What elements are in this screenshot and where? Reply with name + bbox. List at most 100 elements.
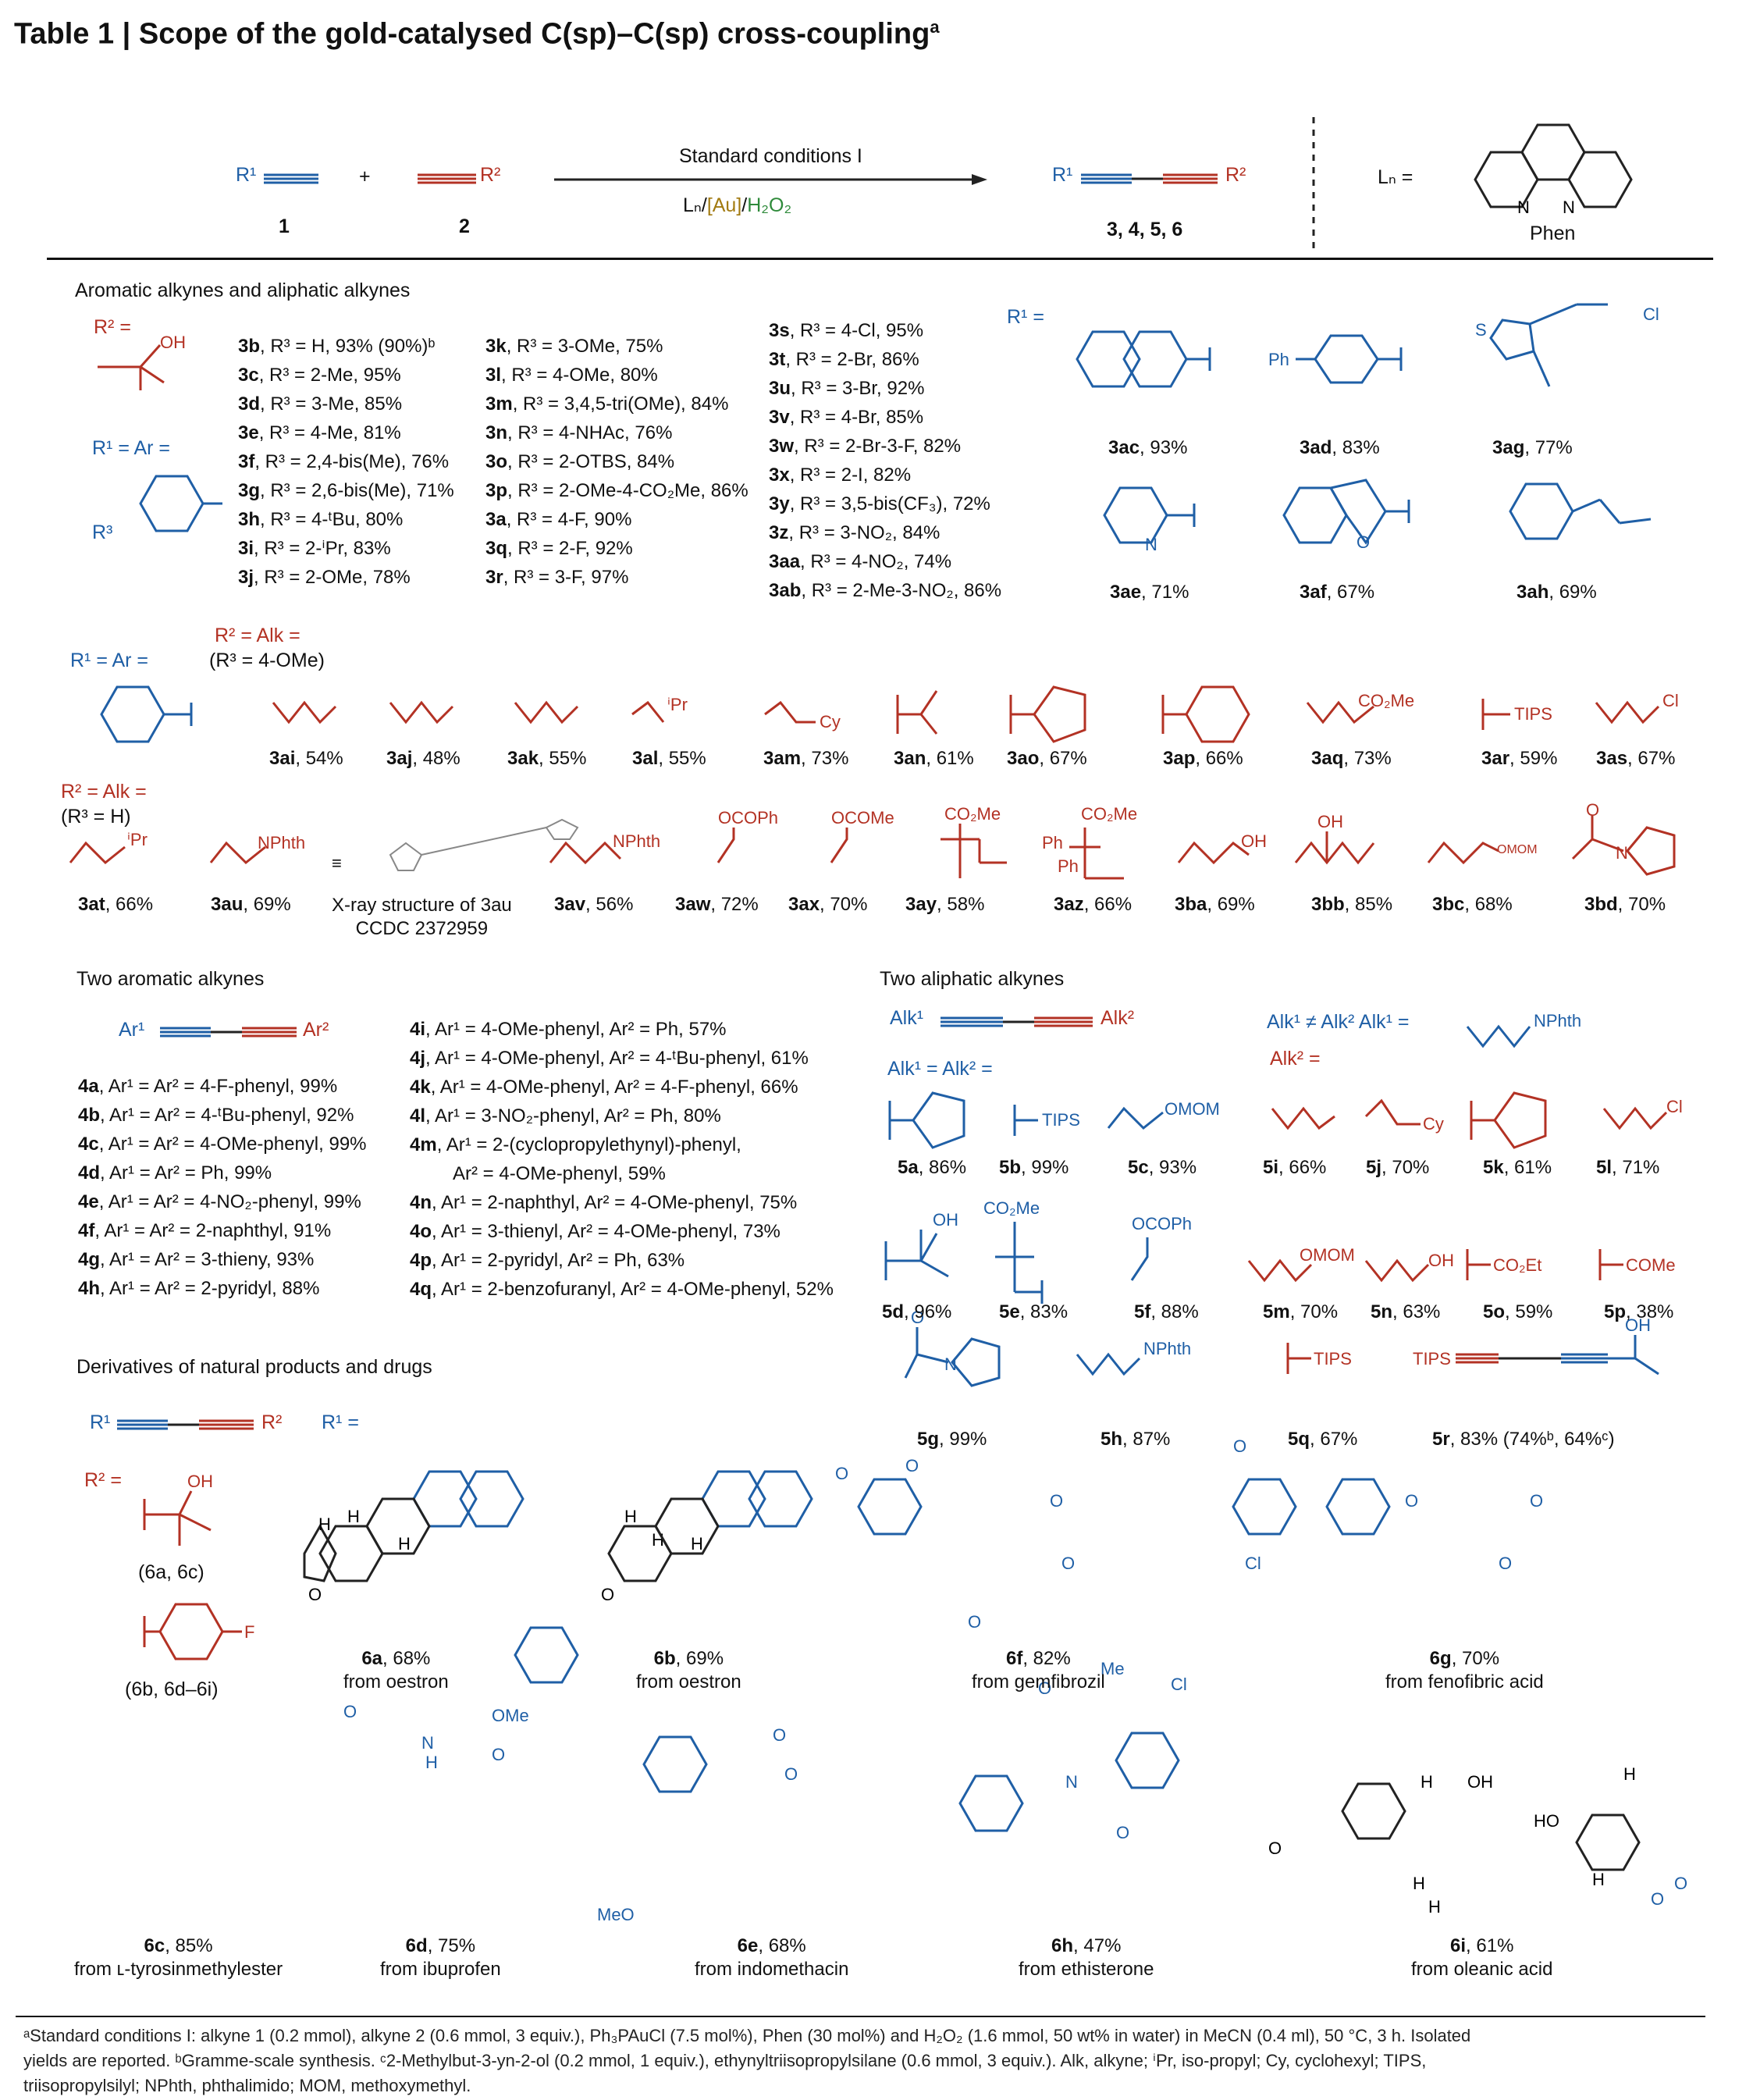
list-item: 4h, Ar¹ = Ar² = 2-pyridyl, 88% xyxy=(78,1278,320,1299)
compound-5o: 5o, 59% xyxy=(1483,1301,1553,1322)
svg-text:ⁱPr: ⁱPr xyxy=(667,695,688,714)
svg-text:OH: OH xyxy=(1317,812,1343,831)
compound-3ao: 3ao, 67% xyxy=(1007,748,1087,769)
svg-text:O: O xyxy=(1674,1874,1687,1893)
list-item: 3s, R³ = 4-Cl, 95% xyxy=(769,320,924,341)
svg-text:CO₂Me: CO₂Me xyxy=(983,1198,1040,1218)
r3-h-label: (R³ = H) xyxy=(61,806,131,828)
section-heading-two-aromatic: Two aromatic alkynes xyxy=(76,968,265,990)
list-item: 3h, R³ = 4-ᵗBu, 80% xyxy=(238,509,404,530)
compound-6e: 6e, 68%from indomethacin xyxy=(695,1935,849,1980)
svg-text:O: O xyxy=(308,1585,322,1604)
compound-3ap: 3ap, 66% xyxy=(1163,748,1243,769)
list-item: 3t, R³ = 2-Br, 86% xyxy=(769,349,919,370)
list-item: 3x, R³ = 2-I, 82% xyxy=(769,464,912,486)
svg-text:Ph: Ph xyxy=(1268,350,1289,369)
svg-text:O: O xyxy=(343,1702,357,1721)
compound-6h: 6h, 47%from ethisterone xyxy=(1019,1935,1154,1980)
compound-3ae: 3ae, 71% xyxy=(1110,582,1189,603)
compound-5c: 5c, 93% xyxy=(1128,1157,1197,1178)
compound-6a: 6a, 68%from oestron xyxy=(343,1648,449,1692)
svg-text:O: O xyxy=(1405,1491,1418,1511)
compound-3bb: 3bb, 85% xyxy=(1311,894,1393,915)
svg-text:H: H xyxy=(425,1753,438,1772)
list-item: 3y, R³ = 3,5-bis(CF₃), 72% xyxy=(769,493,990,514)
reactant2-number: 2 xyxy=(459,215,470,237)
svg-text:NPhth: NPhth xyxy=(1534,1011,1581,1030)
svg-text:O: O xyxy=(1530,1491,1543,1511)
product-r2: R² xyxy=(1225,164,1246,186)
svg-text:COMe: COMe xyxy=(1626,1255,1676,1275)
svg-text:O: O xyxy=(1050,1491,1063,1511)
alkyne-bond-2 xyxy=(418,173,476,184)
compound-3as: 3as, 67% xyxy=(1596,748,1676,769)
svg-text:O: O xyxy=(1357,532,1370,552)
compound-3ah: 3ah, 69% xyxy=(1517,582,1597,603)
list-item: 4b, Ar¹ = Ar² = 4-ᵗBu-phenyl, 92% xyxy=(78,1105,354,1126)
list-item: 3r, R³ = 3-F, 97% xyxy=(485,567,629,588)
svg-text:H: H xyxy=(398,1534,411,1554)
svg-text:HO: HO xyxy=(1534,1811,1559,1831)
ar2-label: Ar² xyxy=(303,1019,329,1041)
svg-text:OMOM: OMOM xyxy=(1165,1099,1220,1119)
svg-text:TIPS: TIPS xyxy=(1514,704,1552,724)
list-item: 4l, Ar¹ = 3-NO₂-phenyl, Ar² = Ph, 80% xyxy=(410,1105,721,1127)
compound-3bd: 3bd, 70% xyxy=(1584,894,1666,915)
list-item: 4f, Ar¹ = Ar² = 2-naphthyl, 91% xyxy=(78,1220,332,1241)
compound-5n: 5n, 63% xyxy=(1371,1301,1441,1322)
list-item: 3i, R³ = 2-ⁱPr, 83% xyxy=(238,538,391,559)
np-r1-label: R¹ xyxy=(90,1411,111,1433)
compound-3an: 3an, 61% xyxy=(894,748,974,769)
np-r2-equals: R² = xyxy=(84,1469,122,1491)
styryl-structure-icon xyxy=(1509,482,1652,540)
svg-text:Cl: Cl xyxy=(1662,691,1679,710)
svg-text:TIPS: TIPS xyxy=(1413,1349,1451,1369)
ar1-label: Ar¹ xyxy=(119,1019,145,1041)
product-numbers: 3, 4, 5, 6 xyxy=(1107,219,1183,240)
pyridyl-structure-icon: N xyxy=(1103,486,1196,554)
svg-text:N: N xyxy=(421,1733,434,1753)
list-item: 3z, R³ = 3-NO₂, 84% xyxy=(769,522,941,543)
svg-text:N: N xyxy=(1065,1772,1078,1792)
svg-text:N: N xyxy=(944,1354,957,1374)
alk-same-label: Alk¹ = Alk² = xyxy=(887,1058,993,1080)
compound-3al: 3al, 55% xyxy=(632,748,706,769)
compound-6g: 6g, 70%from fenofibric acid xyxy=(1385,1648,1544,1692)
reactant2-label: R² xyxy=(480,164,501,186)
compound-6f: 6f, 82%from gemfibrozil xyxy=(972,1648,1105,1692)
svg-text:OH: OH xyxy=(1428,1251,1454,1270)
naphthyl-structure-icon xyxy=(1076,330,1211,388)
svg-text:N: N xyxy=(1517,198,1530,217)
r1-ar-equals: R¹ = Ar = xyxy=(92,437,171,459)
compound-3au: 3au, 69% xyxy=(211,894,291,915)
compound-3ax: 3ax, 70% xyxy=(788,894,868,915)
svg-text:O: O xyxy=(968,1612,981,1632)
compound-5h: 5h, 87% xyxy=(1101,1429,1171,1450)
list-item: 3o, R³ = 2-OTBS, 84% xyxy=(485,451,675,472)
svg-text:H: H xyxy=(1413,1874,1425,1893)
list-item: 3ab, R³ = 2-Me-3-NO₂, 86% xyxy=(769,580,1002,601)
r2-alk-label: R² = Alk = xyxy=(215,625,300,646)
list-item: 4i, Ar¹ = 4-OMe-phenyl, Ar² = Ph, 57% xyxy=(410,1019,727,1040)
compound-3ac: 3ac, 93% xyxy=(1108,437,1188,458)
svg-text:Cl: Cl xyxy=(1643,304,1659,324)
conditions-top: Standard conditions I xyxy=(679,145,862,167)
svg-text:OH: OH xyxy=(160,333,186,352)
list-item: 4a, Ar¹ = Ar² = 4-F-phenyl, 99% xyxy=(78,1076,338,1097)
alkyl-row2-captions: 3at, 66% 3au, 69% X-ray structure of 3au… xyxy=(62,894,1717,941)
list-item: 4n, Ar¹ = 2-naphthyl, Ar² = 4-OMe-phenyl… xyxy=(410,1192,798,1213)
svg-text:OMe: OMe xyxy=(492,1706,529,1725)
svg-text:O: O xyxy=(1499,1554,1512,1573)
list-item: 4c, Ar¹ = Ar² = 4-OMe-phenyl, 99% xyxy=(78,1134,367,1155)
r3-label: R³ xyxy=(92,521,113,543)
svg-text:N: N xyxy=(1563,198,1575,217)
svg-text:H: H xyxy=(1623,1764,1636,1784)
compound-3ba: 3ba, 69% xyxy=(1175,894,1255,915)
list-item: 3m, R³ = 3,4,5-tri(OMe), 84% xyxy=(485,393,729,415)
product-r1: R¹ xyxy=(1052,164,1073,186)
svg-text:O: O xyxy=(1586,800,1599,820)
alk2-equals: Alk² = xyxy=(1270,1048,1321,1070)
list-item: 3u, R³ = 3-Br, 92% xyxy=(769,378,925,399)
compound-3aw: 3aw, 72% xyxy=(675,894,759,915)
list-item: 3b, R³ = H, 93% (90%)ᵇ xyxy=(238,336,436,357)
